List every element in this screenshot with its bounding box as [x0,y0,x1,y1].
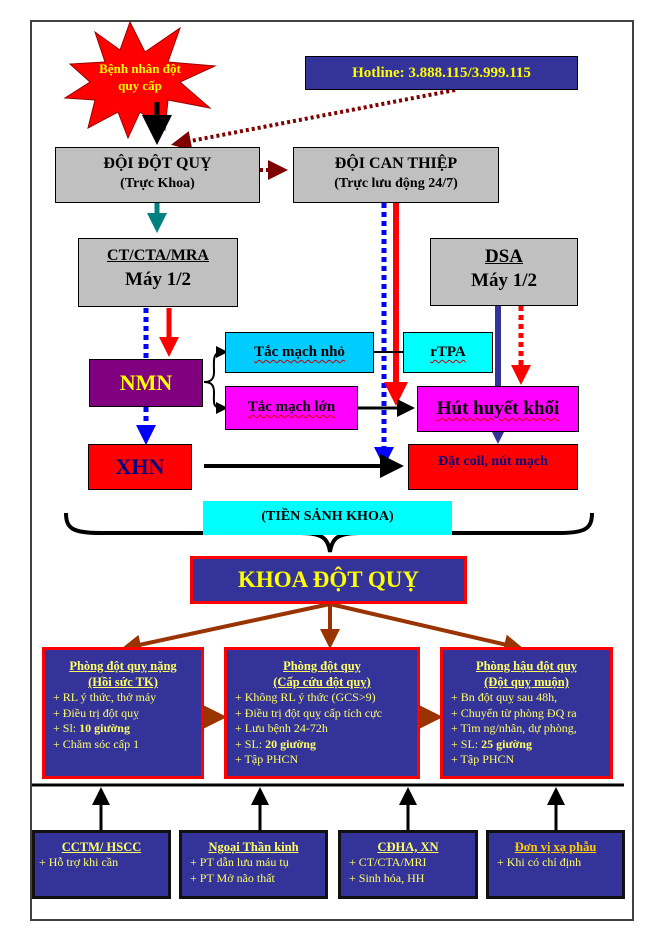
room-item: + Tìm ng/nhân, dự phòng, [451,721,577,735]
ct-title: CT/CTA/MRA [107,247,209,264]
room-item: + Không RL ý thức (GCS>9) [235,690,376,704]
room-item: + Chăm sóc cấp 1 [53,736,140,751]
nmn-label: NMN [119,370,173,395]
room-title: Phòng đột quỵ [283,659,361,673]
ct-box: CT/CTA/MRA Máy 1/2 [78,238,238,307]
room-item: + Sl: 10 giường [53,721,130,735]
coil-box: Đặt coil, nút mạch [408,444,578,490]
start-label-line2: quy cấp [118,78,162,93]
stroke-team-box: ĐỘI ĐỘT QUỴ (Trực Khoa) [55,147,260,203]
room-subtitle: (Đột quỵ muộn) [484,675,569,689]
start-label-line1: Bệnh nhân đột [99,61,181,76]
room-item: + Điều trị đột quỵ [53,705,140,720]
room-item: + SL: 25 giường [451,736,532,751]
support-unit-title: Ngoại Thần kinh [208,840,299,854]
hotline-label: Hotline: 3.888.115/3.999.115 [352,65,531,81]
xhn-label: XHN [115,454,165,479]
department-box: KHOA ĐỘT QUỴ [190,556,467,604]
room-items: + RL ý thức, thở máy + Điều trị đột quỵ … [45,690,201,752]
arrow-dept-to-room-1 [121,602,331,655]
arrow-hotline-to-stroke-team [171,88,456,151]
rtpa-label: rTPA [430,344,466,360]
hotline-box: Hotline: 3.888.115/3.999.115 [305,56,578,90]
room-subtitle: (Cấp cứu đột quỵ) [273,675,371,689]
room-card: Phòng đột quỵ (Cấp cứu đột quỵ) + Không … [224,647,420,779]
support-unit-item: + CT/CTA/MRI [349,855,427,869]
room-title: Phòng đột quỵ nặng [69,659,177,673]
stroke-team-subtitle: (Trực Khoa) [120,176,195,191]
dsa-subtitle: Máy 1/2 [471,270,537,291]
intervention-team-subtitle: (Trực lưu động 24/7) [334,176,458,191]
room-item: + Lưu bệnh 24-72h [235,721,328,735]
support-unit-title: Đơn vị xạ phẫu [514,840,597,854]
intervention-team-title: ĐỘI CAN THIỆP [334,155,458,172]
dsa-box: DSA Máy 1/2 [430,238,578,306]
intervention-team-box: ĐỘI CAN THIỆP (Trực lưu động 24/7) [293,147,499,203]
rtpa-box: rTPA [403,332,493,373]
nmn-brace [203,351,223,409]
room-card: Phòng hậu đột quỵ (Đột quỵ muộn) + Bn độ… [440,647,613,779]
department-label: KHOA ĐỘT QUỴ [237,567,420,592]
support-unit-title: CĐHA, XN [377,840,439,854]
support-unit-item: + Sinh hóa, HH [349,870,425,885]
room-item: + SL: 20 giường [235,736,316,751]
room-title: Phòng hậu đột quỵ [475,659,578,673]
room-subtitle: (Hồi sức TK) [88,675,158,689]
room-item: + Tập PHCN [235,752,299,766]
support-unit-card: Ngoại Thần kinh + PT dẫn lưu máu tụ + PT… [179,830,328,899]
arrow-dept-to-room-3 [329,602,524,655]
room-items: + Không RL ý thức (GCS>9) + Điều trị đột… [227,690,417,768]
support-unit-card: Đơn vị xạ phẫu + Khi có chỉ định [486,830,625,899]
lobby-label: (TIỀN SẢNH KHOA) [261,509,394,524]
support-unit-item: + Hỗ trợ khi cần [39,855,119,869]
small-vessel-box: Tắc mạch nhỏ [225,332,374,373]
starburst-shape [63,20,217,140]
lobby-box: (TIỀN SẢNH KHOA) [203,501,452,535]
room-item: + RL ý thức, thở máy [53,690,157,704]
room-items: + Bn đột quỵ sau 48h, + Chuyển từ phòng … [443,690,610,768]
large-vessel-box: Tắc mạch lớn [225,386,358,430]
xhn-box: XHN [88,444,192,490]
room-card: Phòng đột quỵ nặng (Hồi sức TK) + RL ý t… [42,647,204,779]
stroke-team-title: ĐỘI ĐỘT QUỴ [103,155,212,172]
support-unit-card: CCTM/ HSCC + Hỗ trợ khi cần [32,830,171,899]
lobby-brace [64,512,594,553]
ct-subtitle: Máy 1/2 [125,269,191,290]
thrombectomy-box: Hút huyết khối [417,386,579,432]
small-vessel-label: Tắc mạch nhỏ [254,344,345,360]
room-item: + Bn đột quỵ sau 48h, [451,690,558,704]
support-unit-card: CĐHA, XN + CT/CTA/MRI + Sinh hóa, HH [338,830,478,899]
nmn-box: NMN [89,359,203,407]
dsa-title: DSA [484,246,523,267]
coil-label: Đặt coil, nút mạch [438,454,548,469]
large-vessel-label: Tắc mạch lớn [247,399,336,415]
support-unit-title: CCTM/ HSCC [61,840,142,854]
room-item: + Điều trị đột quỵ cấp tích cực [235,705,382,720]
thrombectomy-label: Hút huyết khối [436,398,560,419]
room-item: + Chuyển từ phòng ĐQ ra [451,705,577,720]
diagram-frame [30,20,634,921]
support-unit-item: + PT dẫn lưu máu tụ [190,855,289,869]
support-unit-item: + PT Mở não thất [190,870,275,885]
start-node: Bệnh nhân đột quy cấp [85,60,195,94]
support-unit-item: + Khi có chỉ định [497,855,582,869]
room-item: + Tập PHCN [451,752,515,766]
